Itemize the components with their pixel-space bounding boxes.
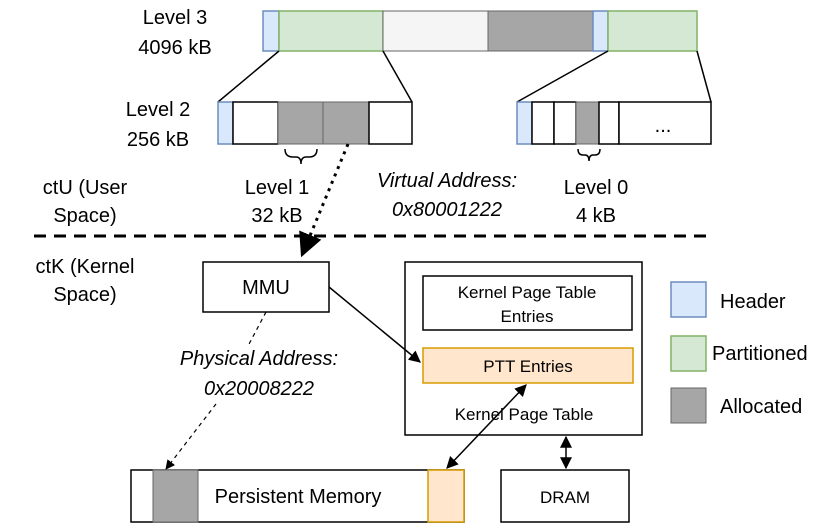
ellipsis-label: ... [655,115,672,137]
level3-size: 4096 kB [138,37,211,59]
legend-partitioned-swatch [670,335,707,372]
level2-allocated-block [277,101,324,145]
level1-allocated-block [575,101,600,145]
mmu-to-pm-dotted-upper [247,311,267,347]
level2-bar-right: ... [516,101,712,145]
level2-bar-left [217,101,413,145]
level2-allocated-block-2 [322,101,370,145]
level3-partitioned-block-2 [607,10,698,52]
kernel-page-table-entries-line1: Kernel Page Table [458,283,597,302]
persistent-memory-label: Persistent Memory [215,486,382,508]
level1-free-block [531,101,555,145]
user-space-label-line2: Space) [53,205,116,227]
user-space-label-line1: ctU (User [43,177,128,199]
dram-label: DRAM [540,488,590,507]
legend-header-swatch [670,281,707,318]
legend-allocated-swatch [670,387,707,424]
kernel-space-label-line2: Space) [53,284,116,306]
level2-header-block [217,101,234,145]
level3-allocated-block [487,10,594,52]
persistent-memory-allocated-block [152,469,199,523]
physical-address-value: 0x20008222 [204,378,314,400]
level2-size: 256 kB [127,129,189,151]
expand-line-right-b [696,50,712,103]
physical-address-label: Physical Address: [180,348,338,370]
virtual-to-mmu-arrow [299,143,350,258]
legend: Header Partitioned Allocated [670,281,808,424]
level0-size: 4 kB [576,205,616,227]
persistent-memory-ptt-block [427,469,465,523]
level1-free-block-2 [553,101,577,145]
level2-name: Level 2 [126,99,191,121]
legend-partitioned-label: Partitioned [712,343,808,365]
virtual-address-value: 0x80001222 [392,199,502,221]
level1-size: 32 kB [251,205,302,227]
level2-free-block [232,101,279,145]
level2-free-block-2 [368,101,413,145]
mmu-label: MMU [242,277,290,299]
level0-name: Level 0 [564,177,629,199]
level3-header-block [262,10,280,52]
mmu-box [202,261,330,313]
ptt-entries-label: PTT Entries [483,357,572,376]
expand-line-right-a [516,50,609,103]
kernel-page-table-entries-box [422,275,633,331]
legend-header-label: Header [720,291,786,313]
level3-partitioned-block [278,10,384,52]
level1-brace [284,148,318,165]
legend-allocated-label: Allocated [720,396,802,418]
dram-box [500,469,630,523]
level1-header-block [516,101,533,145]
level1-name: Level 1 [245,177,310,199]
expand-line-left-b [382,50,413,103]
kernel-page-table-label: Kernel Page Table [455,405,594,424]
mmu-to-ptt-arrow [328,286,421,363]
kernel-space-label-line1: ctK (Kernel [36,256,135,278]
level3-free-block [382,10,489,52]
level3-header-block-2 [592,10,609,52]
ptt-to-pm-bidirectional-arrow [446,384,527,469]
level1-free-block-3 [598,101,620,145]
kernel-page-table-entries-line2: Entries [501,307,554,326]
persistent-memory-bar: Persistent Memory [130,469,465,523]
virtual-address-label: Virtual Address: [377,170,517,192]
ptt-entries-box [422,347,634,384]
mmu-to-pm-dotted-arrow [165,403,217,470]
level3-bar [262,10,698,52]
level3-name: Level 3 [143,7,208,29]
expand-line-left-a [217,50,280,103]
level1-free-block-4 [618,101,712,145]
level0-brace [577,148,601,162]
